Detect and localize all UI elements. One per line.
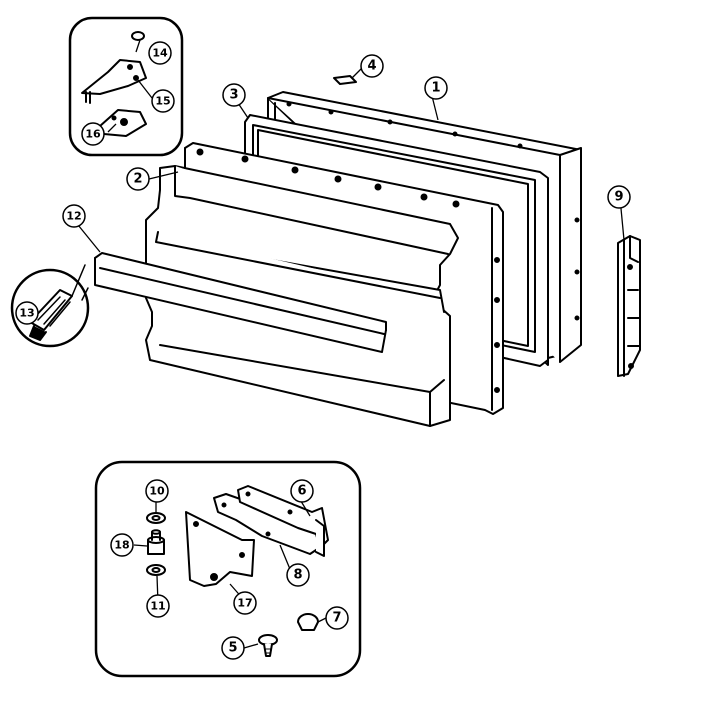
shelf-end-cap-detail-part-13: [10, 268, 90, 348]
door-shelf-bar-part-12: [94, 252, 387, 353]
hinge-pin-part-18: [147, 529, 165, 555]
door-handle-part-9: [617, 235, 641, 377]
callout-7: 7: [332, 611, 341, 626]
plug-button-part-7: [297, 613, 319, 631]
callout-bubble-10: [145, 479, 169, 503]
callout-bubble-8: [286, 563, 310, 587]
washer-part-11: [146, 564, 166, 576]
callout-bubble-9: [607, 185, 631, 209]
callout-bubble-7: [325, 606, 349, 630]
screw-part-5: [258, 634, 278, 657]
callout-18: 18: [114, 539, 129, 552]
callout-8: 8: [293, 568, 302, 583]
callout-bubble-5: [221, 636, 245, 660]
callout-3: 3: [229, 88, 238, 103]
hinge-cover-part-14: [131, 31, 145, 41]
callout-bubble-3: [222, 83, 246, 107]
callout-bubble-17: [233, 591, 257, 615]
callout-bubble-13: [15, 301, 39, 325]
callout-bubble-4: [360, 54, 384, 78]
hinge-bracket-part-6: [237, 485, 329, 557]
callout-10: 10: [149, 485, 165, 498]
callout-16: 16: [85, 128, 101, 141]
callout-4: 4: [367, 59, 376, 74]
door-clip-part-4: [333, 75, 357, 85]
callout-9: 9: [614, 190, 623, 205]
callout-bubble-2: [126, 167, 150, 191]
callout-bubble-6: [290, 479, 314, 503]
callout-14: 14: [152, 47, 168, 60]
callout-bubble-1: [424, 76, 448, 100]
callout-bubble-18: [110, 533, 134, 557]
callout-bubble-15: [151, 89, 175, 113]
bottom-hinge-bracket-part-17: [185, 511, 255, 587]
callout-17: 17: [237, 597, 252, 610]
callout-1: 1: [431, 81, 440, 96]
callout-5: 5: [228, 641, 237, 656]
callout-bubble-14: [148, 41, 172, 65]
washer-part-10: [146, 512, 166, 524]
callout-bubble-11: [146, 594, 170, 618]
top-hinge-plate-part-15: [81, 59, 147, 104]
callout-bubble-16: [81, 122, 105, 146]
callout-12: 12: [66, 210, 81, 223]
detail-13-connector: [71, 264, 89, 301]
callout-6: 6: [297, 484, 306, 499]
callout-13: 13: [19, 307, 34, 320]
callout-15: 15: [155, 95, 170, 108]
callout-11: 11: [150, 600, 165, 613]
door-liner-part-2: [145, 142, 504, 427]
callout-bubble-12: [62, 204, 86, 228]
callout-2: 2: [133, 172, 142, 187]
